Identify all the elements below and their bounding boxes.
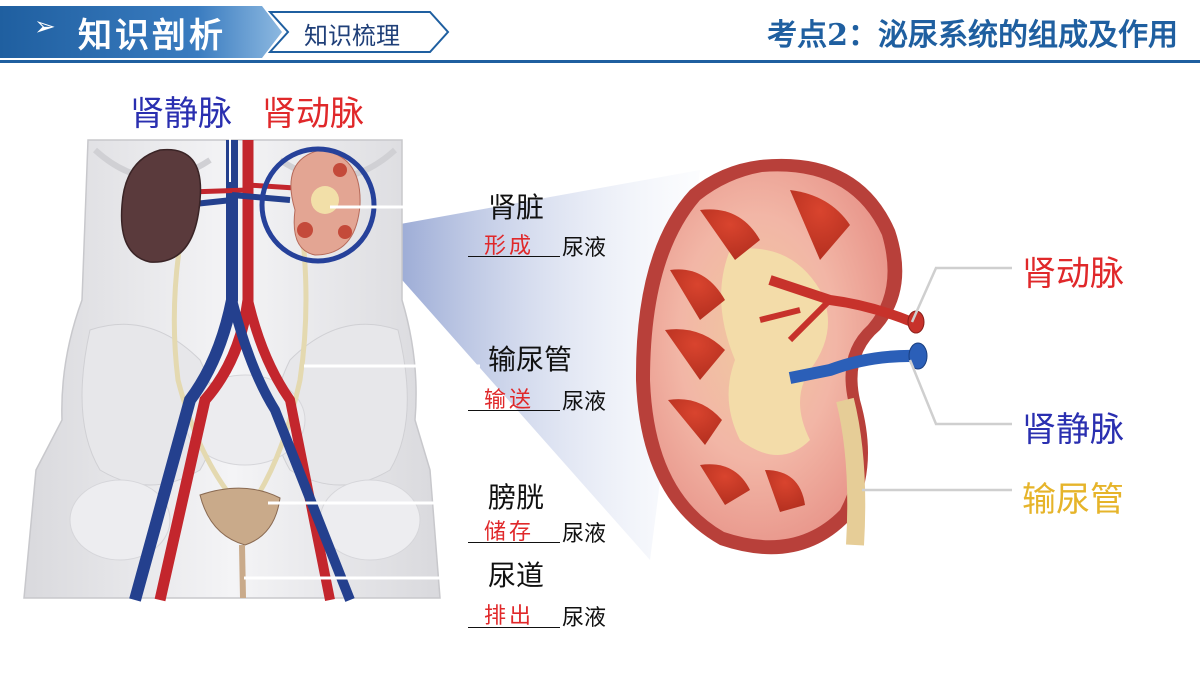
section-tab <box>0 6 282 58</box>
bladder <box>199 487 281 546</box>
urethra <box>239 544 246 599</box>
sub-tab-outline <box>268 11 450 53</box>
sub-title: 知识梳理 <box>304 22 400 50</box>
vena-cava-right-branch <box>227 298 355 602</box>
zoom-wedge <box>372 170 700 560</box>
answer-blank-line <box>468 627 560 628</box>
organ-suffix-ureter: 尿液 <box>562 390 607 415</box>
organ-function-urethra: 排出 <box>484 604 535 629</box>
right-ureter <box>255 214 309 497</box>
organ-name-bladder: 膀胱 <box>488 481 545 514</box>
organ-suffix-kidney: 尿液 <box>562 236 607 261</box>
arrow-right-icon: ➢ <box>34 12 56 42</box>
topic-title: 考点2：泌尿系统的组成及作用 <box>767 18 1178 53</box>
right-ureter-label: 输尿管 <box>1022 480 1124 520</box>
organ-function-kidney: 形成 <box>484 234 535 259</box>
organ-function-ureter: 输送 <box>484 388 535 413</box>
organ-name-urethra: 尿道 <box>488 559 545 592</box>
answer-blank-line <box>468 410 560 411</box>
organ-suffix-urethra: 尿液 <box>562 606 607 631</box>
header-bar: ➢ 知识剖析 知识梳理 考点2：泌尿系统的组成及作用 <box>0 0 1200 62</box>
kidney-cross-section <box>635 158 928 555</box>
organ-function-bladder: 储存 <box>484 520 535 545</box>
organ-name-kidney: 肾脏 <box>488 191 545 224</box>
left-vein-label: 肾静脉 <box>130 94 232 134</box>
right-artery-label: 肾动脉 <box>1022 254 1124 294</box>
header-divider <box>0 60 1200 63</box>
section-title: 知识剖析 <box>78 16 226 56</box>
zoom-highlight-circle <box>259 146 377 264</box>
answer-blank-line <box>468 542 560 543</box>
ureter-section <box>836 397 866 546</box>
right-vein-label: 肾静脉 <box>1022 410 1124 450</box>
organ-suffix-bladder: 尿液 <box>562 522 607 547</box>
left-artery-label: 肾动脉 <box>262 94 364 134</box>
left-kidney <box>120 148 202 263</box>
answer-blank-line <box>468 256 560 257</box>
organ-name-ureter: 输尿管 <box>488 343 573 376</box>
right-kidney-section <box>290 149 361 256</box>
aorta-right-branch <box>243 298 335 601</box>
left-ureter <box>171 214 232 497</box>
